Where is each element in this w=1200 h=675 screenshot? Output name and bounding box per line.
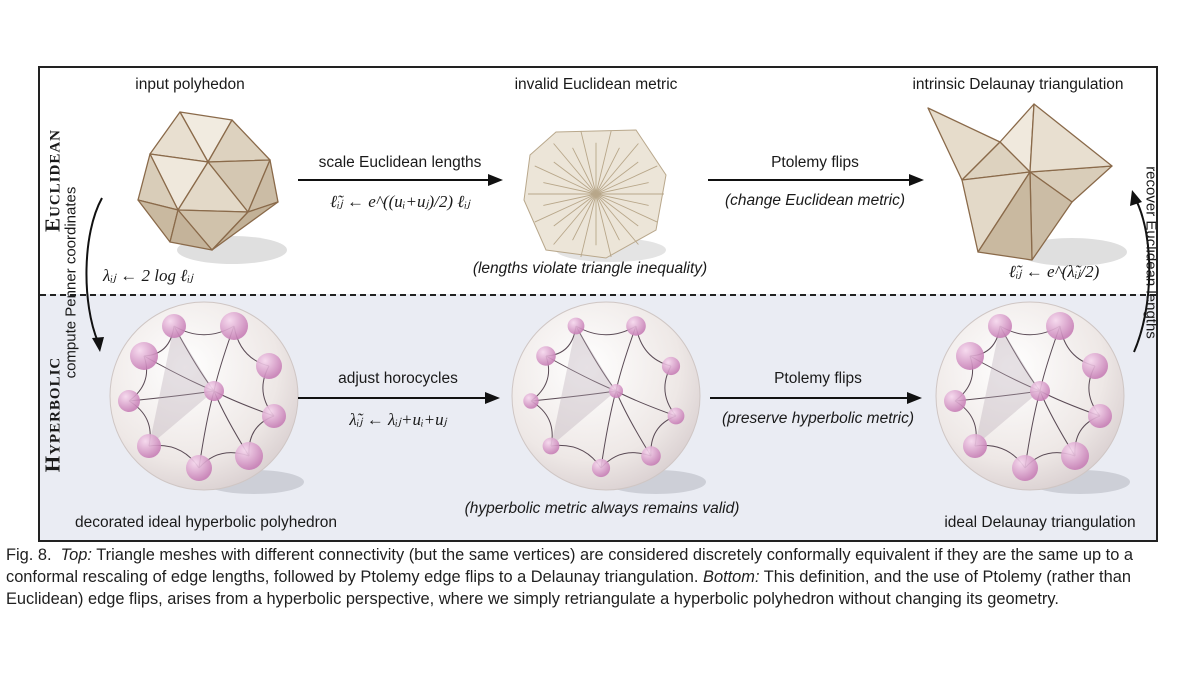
change-metric-note: (change Euclidean metric) [724, 192, 906, 209]
preserve-metric-note: (preserve hyperbolic metric) [721, 410, 915, 427]
adjust-formula: λ̃ᵢⱼ ← λᵢⱼ+uᵢ+uⱼ [349, 410, 447, 429]
dashed-divider [40, 294, 1156, 296]
valid-metric-note: (hyperbolic metric always remains valid) [464, 500, 740, 517]
recover-formula: ℓ̃ᵢⱼ ← e^(λ̃ᵢⱼ/2) [1008, 262, 1100, 281]
decorated-hyperbolic-sphere [109, 301, 304, 494]
arrow-scale-lengths [298, 174, 503, 186]
adjust-horocycles-label: adjust horocycles [338, 370, 458, 387]
arrow-ptolemy-top [708, 174, 924, 186]
penner-formula: λᵢⱼ ← 2 log ℓᵢⱼ [103, 266, 193, 285]
scale-lengths-label: scale Euclidean lengths [318, 154, 482, 171]
icosahedron-mesh [137, 111, 287, 264]
intrinsic-delaunay-title: intrinsic Delaunay triangulation [912, 76, 1124, 93]
figure-caption: Fig. 8. Top: Triangle meshes with differ… [6, 544, 1196, 610]
middle-hyperbolic-sphere [511, 301, 706, 494]
recover-euclidean-label: recover Euclidean lengths [1142, 166, 1158, 339]
ptolemy-flips-top-label: Ptolemy flips [771, 154, 859, 171]
violation-note: (lengths violate triangle inequality) [472, 260, 708, 277]
caption-top-text: Triangle meshes with different connectiv… [6, 546, 1133, 586]
input-polyhedron-title: input polyhedon [135, 76, 245, 93]
scale-formula: ℓ̃ᵢⱼ ← e^((uᵢ+uⱼ)/2) ℓᵢⱼ [330, 192, 470, 211]
invalid-metric-mesh [523, 129, 667, 262]
intrinsic-delaunay-mesh [927, 103, 1127, 266]
invalid-metric-title: invalid Euclidean metric [514, 76, 678, 93]
caption-top-label: Top: [60, 546, 92, 564]
caption-bottom-label: Bottom: [703, 568, 760, 586]
compute-penner-label: compute Penner coordinates [62, 186, 80, 379]
arrow-recover-euclidean [1130, 190, 1151, 353]
arrow-compute-penner [85, 197, 104, 352]
caption-fig-number: Fig. 8. [6, 546, 52, 564]
arrow-ptolemy-bottom [710, 392, 922, 404]
figure-panel: Euclidean Hyperbolic input polyhedon inv… [38, 66, 1158, 542]
caption-bottom-text: This definition, and the use of Ptolemy … [6, 568, 1131, 608]
ideal-delaunay-title: ideal Delaunay triangulation [944, 514, 1136, 531]
ideal-delaunay-sphere [935, 301, 1130, 494]
ptolemy-flips-bottom-label: Ptolemy flips [774, 370, 862, 387]
decorated-polyhedron-title: decorated ideal hyperbolic polyhedron [75, 514, 337, 531]
arrow-adjust-horocycles [298, 392, 500, 404]
